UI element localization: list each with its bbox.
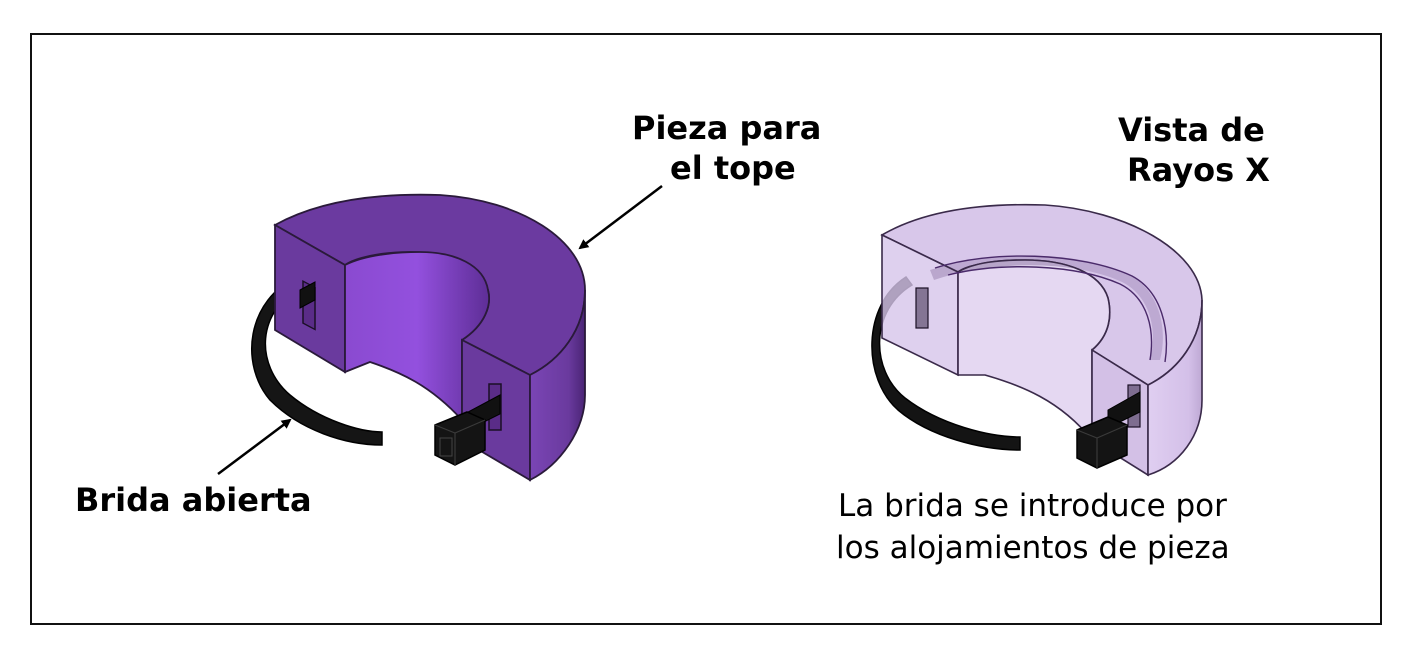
solid-piece-group <box>251 193 586 482</box>
label-strap: Brida abierta <box>75 481 312 519</box>
arrow-to-piece <box>578 185 663 250</box>
caption-line2: los alojamientos de pieza <box>836 530 1230 566</box>
xray-strap-arc <box>871 275 1021 451</box>
arrow-to-strap <box>217 418 292 475</box>
caption-line1: La brida se introduce por <box>838 488 1227 524</box>
label-piece-line2: el tope <box>670 149 796 187</box>
label-xray-line2: Rayos X <box>1127 151 1270 189</box>
label-piece-line1: Pieza para <box>632 109 822 147</box>
xray-inner-surface <box>957 259 1111 443</box>
piece-inner-surface <box>344 251 490 423</box>
xray-piece-group <box>871 203 1203 477</box>
diagram-frame <box>30 33 1382 625</box>
label-xray-line1: Vista de <box>1118 111 1265 149</box>
strap-through-slot <box>299 281 316 309</box>
xray-outer-surface <box>1147 299 1203 477</box>
strap-back <box>251 274 383 446</box>
piece-outer-surface <box>529 289 586 482</box>
xray-buckle <box>1076 416 1128 469</box>
